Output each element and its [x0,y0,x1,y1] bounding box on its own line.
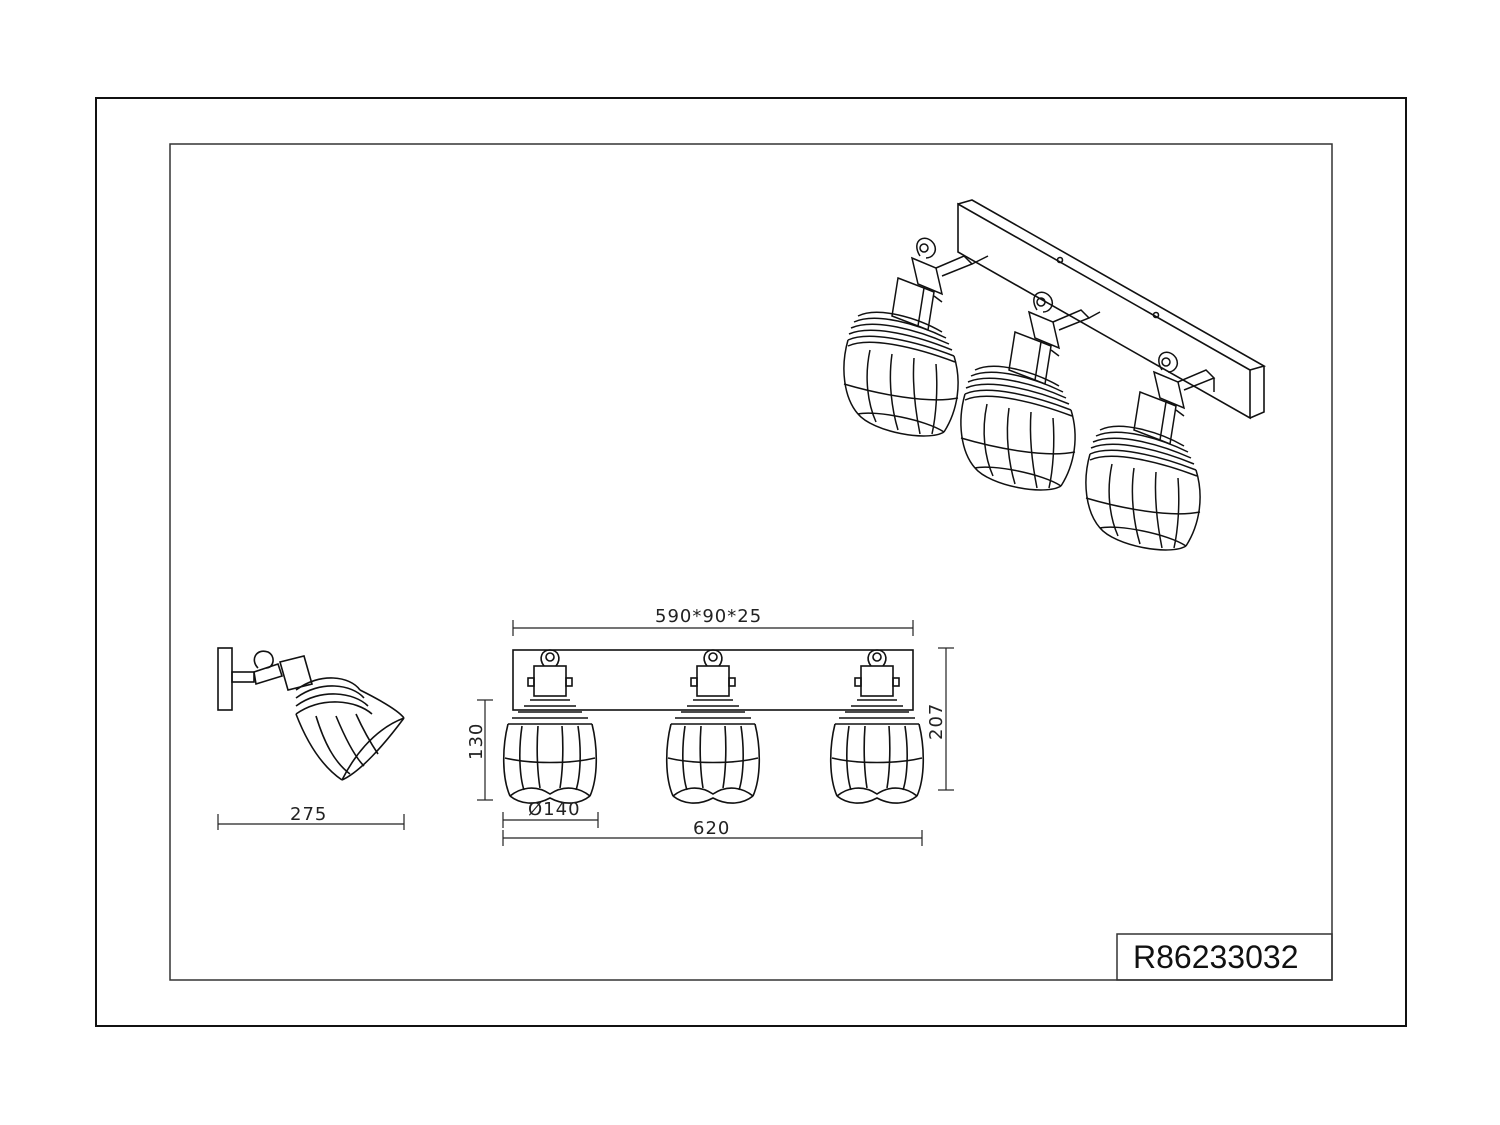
depth-dimension [217,814,405,830]
side-view [217,647,405,781]
diameter-dimension [502,812,599,828]
perspective-view [843,199,1267,551]
front-view [502,649,925,804]
plate-dimension-label: 590*90*25 [655,606,762,627]
diameter-label: Ø140 [528,799,581,820]
total-height-label: 207 [926,703,947,740]
total-height-dimension [938,647,954,791]
depth-label: 275 [290,804,327,825]
product-code: R86233032 [1133,939,1298,975]
product-code-box [1116,933,1333,981]
inner-frame [169,143,1333,981]
shade-height-dimension [477,699,493,801]
total-width-label: 620 [693,818,730,839]
outer-frame [95,97,1407,1027]
shade-height-label: 130 [466,723,487,760]
plate-dimension [512,620,914,636]
total-width-dimension [502,830,923,846]
